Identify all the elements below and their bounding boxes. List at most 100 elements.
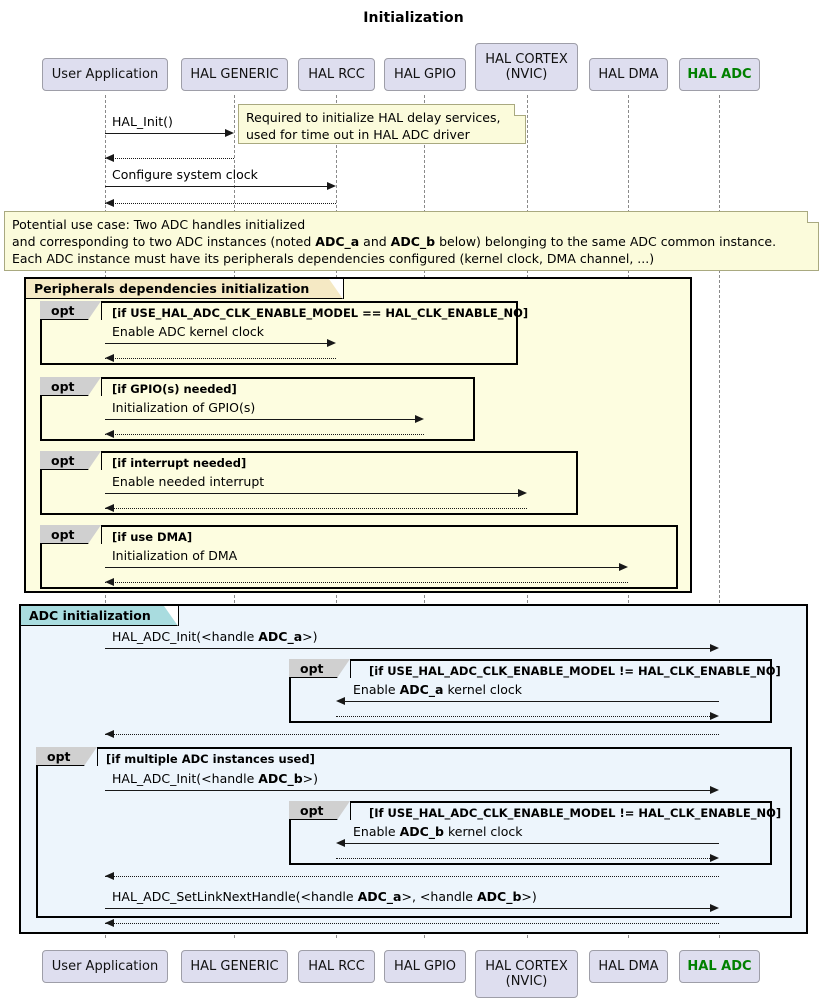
group-label: Peripherals dependencies initialization: [34, 281, 310, 296]
opt-frame-adc-kernel-clock: [40, 301, 518, 365]
participant-hal-cortex-top[interactable]: HAL CORTEX (NVIC): [475, 43, 578, 91]
opt-label: opt: [300, 660, 324, 676]
opt-label: opt: [51, 302, 75, 318]
participant-hal-dma-top[interactable]: HAL DMA: [589, 58, 668, 91]
opt-label: opt: [47, 748, 71, 764]
participant-hal-adc-bottom[interactable]: HAL ADC: [679, 950, 760, 983]
group-peripherals-dependencies: Peripherals dependencies initialization: [24, 277, 692, 593]
message-label-init-gpio: Initialization of GPIO(s): [112, 400, 256, 415]
participant-user-application-top[interactable]: User Application: [42, 58, 168, 91]
msg-post: >): [302, 771, 319, 786]
note-hal-init: Required to initialize HAL delay service…: [238, 104, 526, 144]
arrowhead-right: [225, 128, 234, 137]
opt-frame-gpio: [40, 377, 475, 441]
opt-label: opt: [51, 378, 75, 394]
msg-post: kernel clock: [443, 682, 523, 697]
participant-hal-rcc-top[interactable]: HAL RCC: [298, 58, 375, 91]
return-line-init-dma: [105, 582, 628, 583]
participant-label: HAL CORTEX (NVIC): [485, 959, 568, 989]
tab-corner: [164, 606, 178, 626]
message-line-init-dma: [105, 567, 620, 568]
note-line-2: used for time out in HAL ADC driver: [246, 127, 470, 142]
return-line-setlink: [105, 923, 719, 924]
return-line-enable-kernel-b: [336, 858, 710, 859]
return-line-enable-interrupt: [105, 508, 527, 509]
opt-guard-clk-enable-no: [if USE_HAL_ADC_CLK_ENABLE_MODEL == HAL_…: [112, 306, 529, 320]
arrowhead-left: [105, 577, 114, 586]
lifeline-adc: [719, 95, 720, 938]
participant-label: HAL DMA: [598, 959, 659, 974]
msg-post: >): [521, 889, 537, 904]
opt-tab: opt: [289, 659, 351, 678]
participant-user-application-bottom[interactable]: User Application: [42, 950, 168, 983]
arrowhead-left: [105, 198, 114, 207]
return-line-configure-clock: [105, 203, 336, 204]
arrowhead-left: [105, 729, 114, 738]
opt-tab: opt: [40, 451, 102, 470]
opt-frame-interrupt: [40, 451, 578, 515]
message-line-enable-adc-kernel-clock: [105, 343, 328, 344]
arrowhead-right: [327, 181, 336, 190]
participant-label: HAL DMA: [598, 67, 659, 82]
opt-tab: opt: [289, 801, 351, 820]
message-label-adc-init-a: HAL_ADC_Init(<handle ADC_a>): [112, 629, 318, 644]
tab-corner: [88, 377, 101, 396]
opt-frame-dma: [40, 525, 678, 589]
participant-hal-generic-top[interactable]: HAL GENERIC: [181, 58, 288, 91]
msg-pre: HAL_ADC_Init(<handle: [112, 771, 259, 786]
participant-hal-gpio-top[interactable]: HAL GPIO: [384, 58, 466, 91]
group-label: ADC initialization: [29, 608, 151, 623]
arrowhead-right: [619, 562, 628, 571]
participant-hal-dma-bottom[interactable]: HAL DMA: [589, 950, 668, 983]
note-line-2-bold-b: ADC_b: [390, 234, 436, 249]
arrowhead-right: [710, 853, 719, 862]
message-line-init-gpio: [105, 419, 416, 420]
msg-post: >): [302, 629, 318, 644]
arrowhead-right: [327, 338, 336, 347]
msg-mid: >, <handle: [401, 889, 477, 904]
message-label-enable-kernel-b: Enable ADC_b kernel clock: [353, 824, 523, 839]
note-line-2-pre: and corresponding to two ADC instances (…: [12, 234, 316, 249]
group-tab-adc-initialization: ADC initialization: [21, 606, 179, 626]
participant-label: HAL GENERIC: [190, 959, 279, 974]
tab-corner: [88, 525, 101, 544]
opt-guard-multiple: [if multiple ADC instances used]: [106, 752, 315, 766]
participant-hal-gpio-bottom[interactable]: HAL GPIO: [384, 950, 466, 983]
msg-bold-a: ADC_a: [357, 889, 402, 904]
return-line-adc-init-b: [105, 876, 719, 877]
note-line-1: Potential use case: Two ADC handles init…: [12, 217, 306, 232]
message-label-init-dma: Initialization of DMA: [112, 548, 238, 563]
arrowhead-left: [105, 153, 114, 162]
participant-hal-cortex-bottom[interactable]: HAL CORTEX (NVIC): [475, 950, 578, 998]
tab-corner: [329, 279, 343, 299]
msg-pre: Enable: [353, 824, 400, 839]
diagram-title: Initialization: [363, 10, 464, 26]
tab-corner: [88, 451, 101, 470]
participant-hal-adc-top[interactable]: HAL ADC: [679, 58, 760, 91]
arrowhead-left: [105, 918, 114, 927]
arrowhead-left: [105, 871, 114, 880]
participant-hal-rcc-bottom[interactable]: HAL RCC: [298, 950, 375, 983]
arrowhead-left: [336, 838, 345, 847]
arrowhead-right: [710, 643, 719, 652]
arrowhead-right: [518, 488, 527, 497]
message-line-configure-clock: [105, 186, 328, 187]
participant-label: User Application: [51, 67, 159, 82]
return-line-enable-kernel-a: [336, 716, 710, 717]
opt-guard-clk-not-enable-no-b: [If USE_HAL_ADC_CLK_ENABLE_MODEL != HAL_…: [369, 806, 782, 820]
arrowhead-left: [105, 429, 114, 438]
note-line-2: and corresponding to two ADC instances (…: [12, 233, 811, 250]
participant-hal-generic-bottom[interactable]: HAL GENERIC: [181, 950, 288, 983]
note-potential-use-case: Potential use case: Two ADC handles init…: [4, 211, 819, 271]
msg-bold: ADC_b: [258, 771, 303, 786]
message-label-enable-kernel-a: Enable ADC_a kernel clock: [353, 682, 522, 697]
return-line-hal-init: [105, 158, 234, 159]
note-line-2-bold-a: ADC_a: [315, 234, 360, 249]
msg-bold: ADC_a: [258, 629, 303, 644]
tab-corner: [88, 301, 101, 320]
msg-bold: ADC_a: [399, 682, 444, 697]
arrowhead-right: [710, 785, 719, 794]
message-line-hal-init: [105, 133, 226, 134]
participant-label: HAL CORTEX (NVIC): [485, 52, 568, 82]
return-line-enable-adc-kernel-clock: [105, 358, 336, 359]
